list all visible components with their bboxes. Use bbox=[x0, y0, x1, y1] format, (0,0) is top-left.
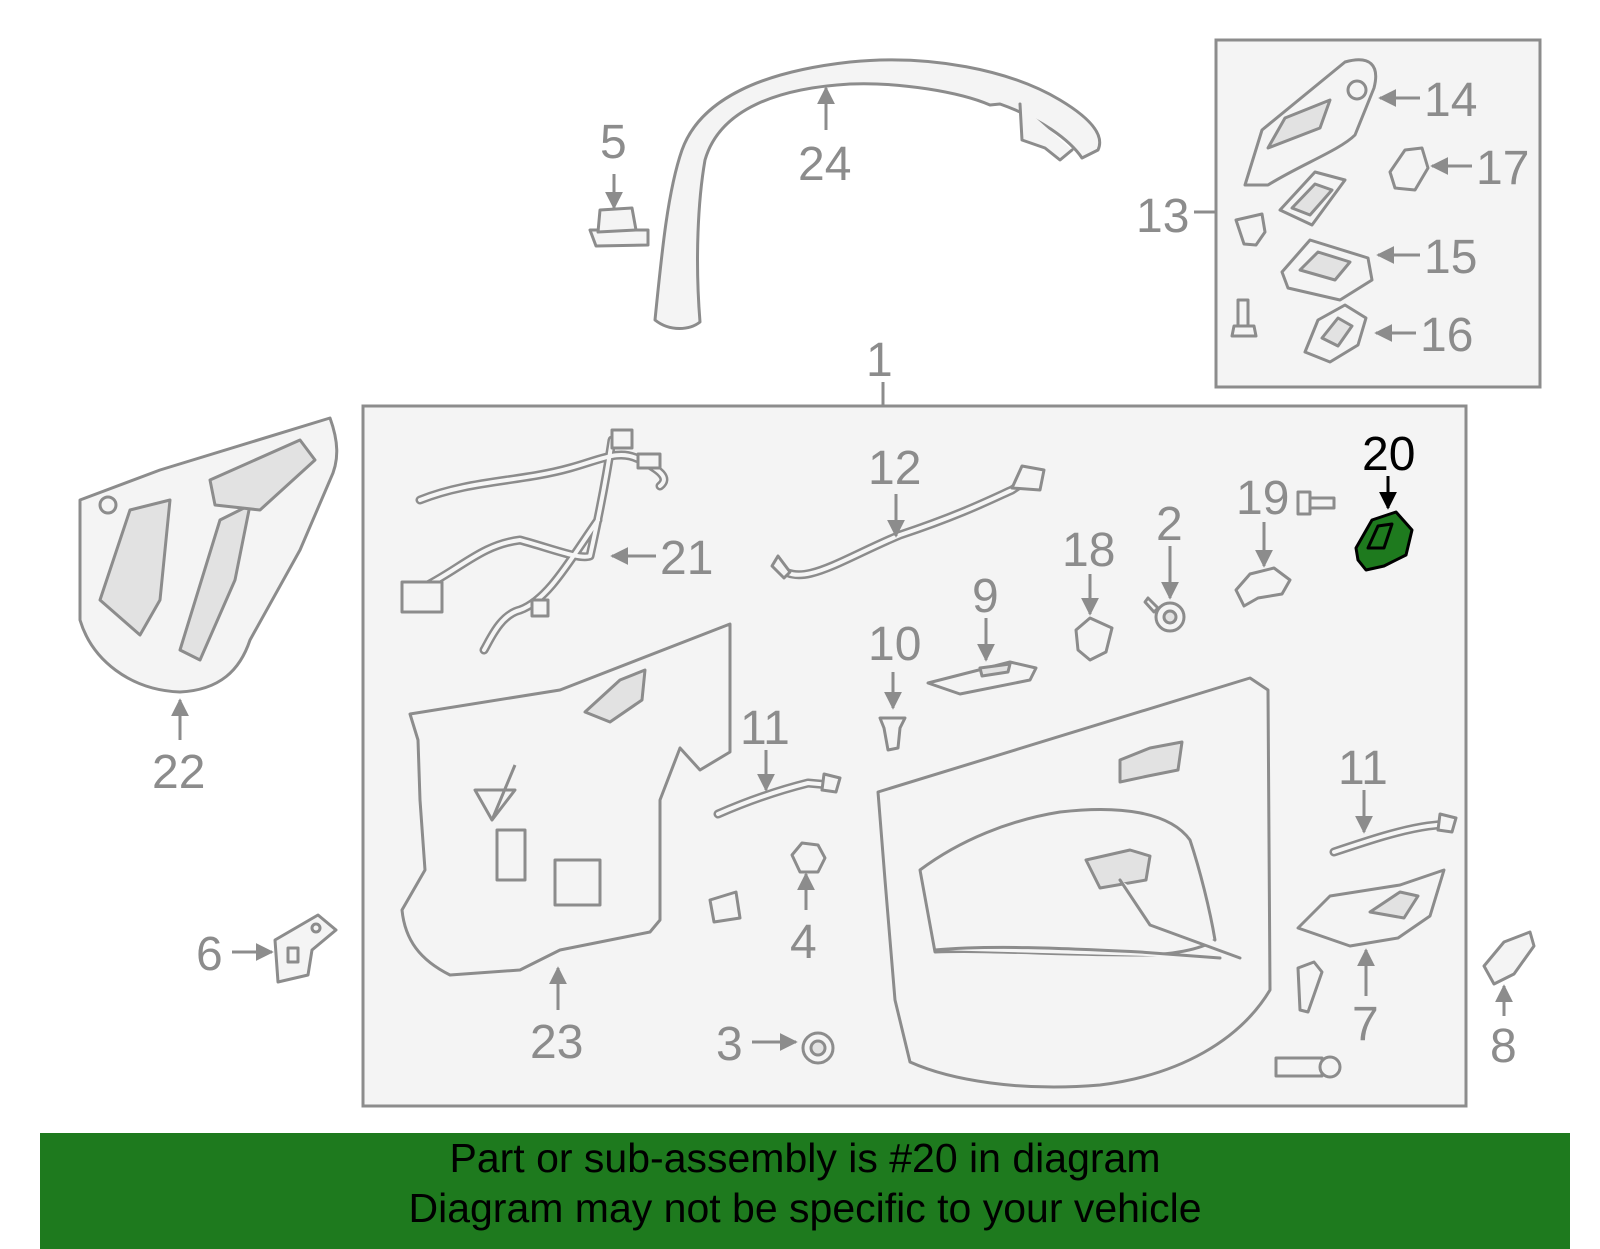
callout-16: 16 bbox=[1420, 309, 1473, 362]
part-14-switch-bezel bbox=[1243, 58, 1378, 187]
part-4-nut bbox=[708, 841, 827, 924]
callout-18: 18 bbox=[1062, 524, 1115, 577]
part-10-retainer bbox=[878, 716, 907, 752]
part-6-bracket bbox=[273, 913, 338, 984]
door-trim-panel bbox=[876, 676, 1272, 1089]
part-3-push-pin bbox=[801, 1031, 835, 1065]
part-17-switch-cover bbox=[1388, 146, 1430, 192]
part-7-handle-bracket bbox=[1274, 868, 1446, 1079]
part-9-pad bbox=[926, 660, 1038, 696]
part-22-water-deflector bbox=[78, 416, 339, 694]
callout-7: 7 bbox=[1352, 998, 1379, 1051]
part-8-cap bbox=[1482, 930, 1536, 986]
callout-3: 3 bbox=[716, 1018, 743, 1071]
callout-4: 4 bbox=[790, 916, 817, 969]
info-banner: Part or sub-assembly is #20 in diagram D… bbox=[40, 1133, 1570, 1249]
part-15-window-switch bbox=[1280, 238, 1374, 302]
callout-8: 8 bbox=[1490, 1020, 1517, 1073]
part-18-clip bbox=[1074, 616, 1114, 662]
callout-15: 15 bbox=[1424, 231, 1477, 284]
callout-21: 21 bbox=[660, 532, 713, 585]
callout-11a: 11 bbox=[740, 702, 790, 755]
callout-10: 10 bbox=[868, 618, 921, 671]
part-11-right-cable bbox=[1329, 812, 1458, 857]
part-24-window-garnish bbox=[653, 58, 1102, 330]
callout-22: 22 bbox=[152, 746, 205, 799]
callout-11b: 11 bbox=[1338, 742, 1388, 795]
callout-13: 13 bbox=[1136, 190, 1189, 243]
part-16-switch bbox=[1303, 303, 1368, 364]
callout-9: 9 bbox=[972, 570, 999, 623]
callout-17: 17 bbox=[1476, 142, 1529, 195]
switch-group-box bbox=[1214, 38, 1542, 389]
callout-23: 23 bbox=[530, 1016, 583, 1069]
callout-14: 14 bbox=[1424, 74, 1477, 127]
callout-20: 20 bbox=[1362, 428, 1415, 481]
callout-1: 1 bbox=[866, 334, 893, 387]
part-19-bracket bbox=[1234, 490, 1336, 608]
part-23-inner-panel bbox=[400, 622, 732, 977]
callout-2: 2 bbox=[1156, 498, 1183, 551]
callout-19: 19 bbox=[1236, 472, 1289, 525]
part-20-highlighted bbox=[1354, 510, 1414, 572]
part-2-screw bbox=[1143, 596, 1186, 633]
part-switch-plate bbox=[1234, 170, 1347, 247]
callout-6: 6 bbox=[196, 928, 223, 981]
callout-5: 5 bbox=[600, 116, 627, 169]
banner-line-2: Diagram may not be specific to your vehi… bbox=[408, 1185, 1202, 1231]
callout-12: 12 bbox=[868, 442, 921, 495]
part-5-clip bbox=[588, 206, 650, 248]
part-13-screw bbox=[1230, 298, 1258, 338]
banner-line-1: Part or sub-assembly is #20 in diagram bbox=[449, 1135, 1161, 1181]
callout-24: 24 bbox=[798, 138, 851, 191]
part-21-wiring-harness bbox=[400, 428, 669, 655]
part-11-left-cable bbox=[713, 772, 842, 819]
